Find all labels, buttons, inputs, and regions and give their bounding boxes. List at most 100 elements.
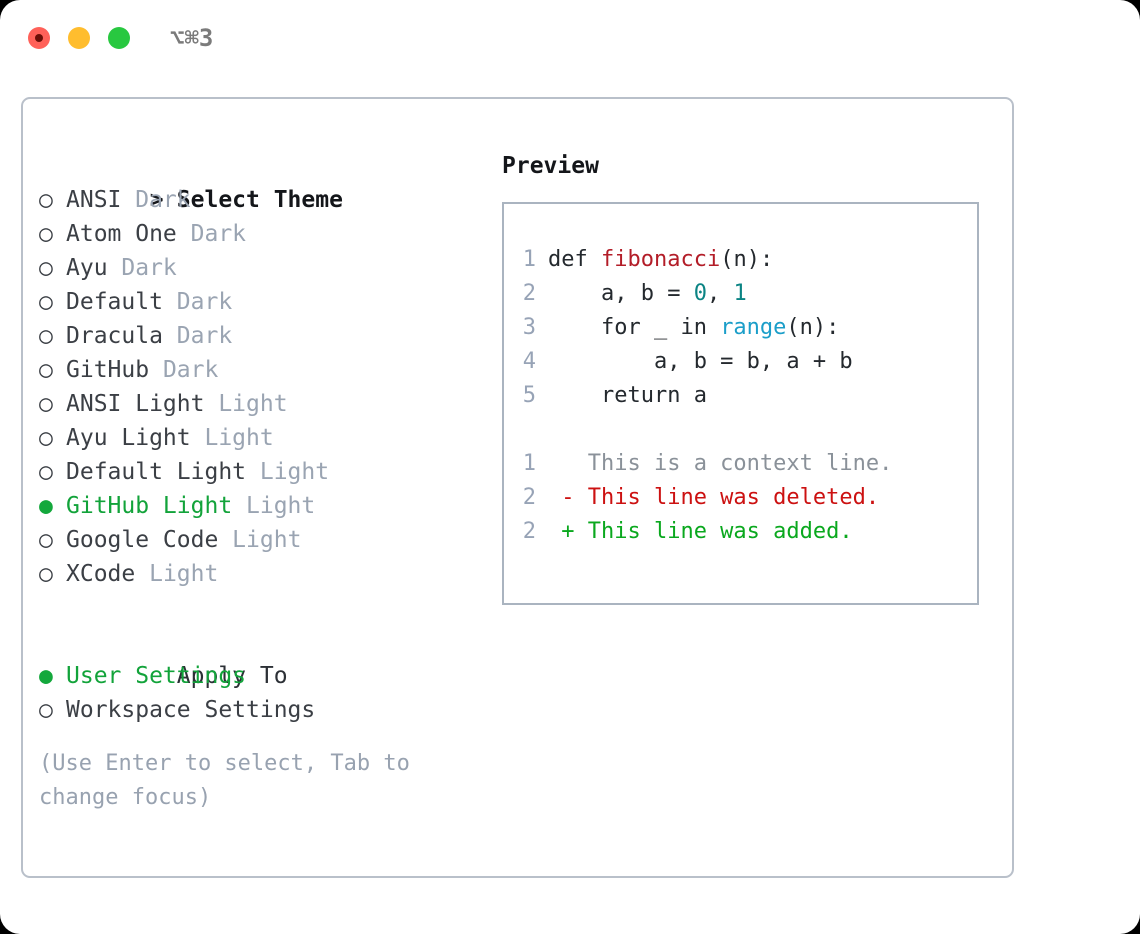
minimize-button-icon[interactable] bbox=[68, 27, 90, 49]
keyboard-hint-text: (Use Enter to select, Tab to change focu… bbox=[39, 751, 424, 810]
theme-variant-tag: Light bbox=[190, 425, 274, 451]
code-token: a, b = b, a + b bbox=[548, 349, 853, 374]
theme-list-item[interactable]: ○ Atom One Dark bbox=[39, 217, 469, 251]
theme-name: ANSI bbox=[66, 187, 122, 213]
code-line bbox=[514, 413, 892, 447]
radio-selected-icon: ● bbox=[39, 493, 53, 519]
radio-unselected-icon: ○ bbox=[39, 459, 53, 485]
code-token: This is a context line. bbox=[548, 451, 893, 476]
apply-to-option[interactable]: ○ Workspace Settings bbox=[39, 693, 469, 727]
code-line: 5 return a bbox=[514, 379, 892, 413]
theme-variant-tag: Dark bbox=[149, 357, 219, 383]
theme-list-item[interactable]: ○Ayu Light Light bbox=[39, 421, 469, 455]
line-number: 4 bbox=[522, 349, 536, 374]
code-token: def bbox=[548, 247, 601, 272]
apply-to-option-label: Workspace Settings bbox=[66, 697, 316, 723]
theme-name: Default Light bbox=[66, 459, 247, 485]
apply-to-option-label: User Settings bbox=[66, 663, 247, 689]
spacer-row bbox=[39, 591, 469, 625]
theme-name: XCode bbox=[66, 561, 136, 587]
title-bar: ⌥⌘3 bbox=[0, 0, 1140, 78]
code-token: (n): bbox=[720, 247, 774, 272]
theme-list-item[interactable]: ○ Default Dark bbox=[39, 285, 469, 319]
theme-list-item[interactable]: ○ XCode Light bbox=[39, 557, 469, 591]
code-token: return a bbox=[548, 383, 707, 408]
theme-list-item[interactable]: ● GitHub Light Light bbox=[39, 489, 469, 523]
radio-unselected-icon: ○ bbox=[39, 561, 53, 587]
keyboard-shortcut-label: ⌥⌘3 bbox=[170, 24, 214, 52]
theme-list-item[interactable]: ○ Default Light Light bbox=[39, 455, 469, 489]
theme-picker-column: >Select Theme ○ANSI Dark○Atom One Dark○A… bbox=[39, 149, 469, 815]
theme-variant-tag: Dark bbox=[162, 323, 233, 349]
theme-list-item[interactable]: ○ ANSI Dark bbox=[39, 183, 469, 217]
zoom-button-icon[interactable] bbox=[108, 27, 130, 49]
theme-name: Ayu bbox=[66, 255, 108, 281]
theme-variant-tag: Light bbox=[204, 391, 288, 417]
code-token: a, b = bbox=[548, 281, 694, 306]
theme-name: ANSI Light bbox=[66, 391, 205, 417]
code-token: for _ in bbox=[548, 315, 721, 340]
theme-variant-tag: Dark bbox=[121, 187, 191, 213]
prompt-caret-icon: > bbox=[149, 187, 164, 213]
radio-unselected-icon: ○ bbox=[39, 323, 53, 349]
code-line: 1 def fibonacci(n): bbox=[514, 243, 892, 277]
code-line: 4 a, b = b, a + b bbox=[514, 345, 892, 379]
theme-variant-tag: Dark bbox=[162, 289, 233, 315]
theme-list-item[interactable]: ○GitHub Dark bbox=[39, 353, 469, 387]
theme-name: GitHub Light bbox=[66, 493, 233, 519]
theme-list: ○ ANSI Dark ○ Atom One Dark ○ Ayu Dark ○ Defaul… bbox=[39, 183, 469, 625]
preview-title: Preview bbox=[502, 153, 599, 179]
theme-variant-tag: Light bbox=[232, 493, 316, 519]
line-number: 2 bbox=[522, 281, 536, 306]
theme-list-item[interactable]: ○Google Code Light bbox=[39, 523, 469, 557]
code-line: 2 - This line was deleted. bbox=[514, 481, 892, 515]
line-number: 3 bbox=[522, 315, 536, 340]
theme-name: Atom One bbox=[66, 221, 177, 247]
apply-to-options: ● User Settings ○ Workspace Settings bbox=[39, 659, 469, 727]
radio-unselected-icon: ○ bbox=[39, 187, 53, 213]
theme-variant-tag: Light bbox=[135, 561, 219, 587]
theme-name: Google Code bbox=[66, 527, 219, 553]
line-number: 5 bbox=[522, 383, 536, 408]
radio-unselected-icon: ○ bbox=[39, 221, 53, 247]
line-number: 1 bbox=[522, 247, 536, 272]
radio-unselected-icon: ○ bbox=[39, 391, 53, 417]
code-line: 2 + This line was added. bbox=[514, 515, 892, 549]
theme-variant-tag: Dark bbox=[107, 255, 177, 281]
theme-name: Default bbox=[66, 289, 163, 315]
line-number: 2 bbox=[522, 485, 536, 510]
code-token: fibonacci bbox=[600, 247, 721, 272]
code-token: , bbox=[706, 281, 734, 306]
main-panel: >Select Theme ○ANSI Dark○Atom One Dark○A… bbox=[21, 97, 1014, 878]
radio-unselected-icon: ○ bbox=[39, 357, 53, 383]
code-line: 1 This is a context line. bbox=[514, 447, 893, 481]
line-number: 2 bbox=[522, 519, 536, 544]
theme-variant-tag: Dark bbox=[176, 221, 247, 247]
radio-unselected-icon: ○ bbox=[39, 697, 53, 723]
code-token bbox=[548, 417, 561, 442]
code-token: - This line was deleted. bbox=[548, 485, 880, 510]
theme-variant-tag: Light bbox=[246, 459, 330, 485]
theme-list-item[interactable]: ○ ANSI Light Light bbox=[39, 387, 469, 421]
code-token: 0 bbox=[693, 281, 707, 306]
code-line: 2 a, b = 0, 1 bbox=[514, 277, 892, 311]
apply-to-heading: Apply To bbox=[39, 625, 469, 689]
theme-list-item[interactable]: ○ Ayu Dark bbox=[39, 251, 469, 285]
radio-unselected-icon: ○ bbox=[39, 289, 53, 315]
theme-list-item[interactable]: ○Dracula Dark bbox=[39, 319, 469, 353]
code-token: + This line was added. bbox=[548, 519, 853, 544]
line-number: 1 bbox=[522, 451, 536, 476]
close-button-icon[interactable] bbox=[28, 27, 50, 49]
code-line: 3 for _ in range(n): bbox=[514, 311, 892, 345]
apply-to-option[interactable]: ● User Settings bbox=[39, 659, 469, 693]
code-token: (n): bbox=[786, 315, 840, 340]
radio-unselected-icon: ○ bbox=[39, 255, 53, 281]
apply-to-heading-label: Apply To bbox=[176, 663, 288, 689]
radio-unselected-icon: ○ bbox=[39, 425, 53, 451]
radio-selected-icon: ● bbox=[39, 663, 53, 689]
theme-variant-tag: Light bbox=[218, 527, 302, 553]
